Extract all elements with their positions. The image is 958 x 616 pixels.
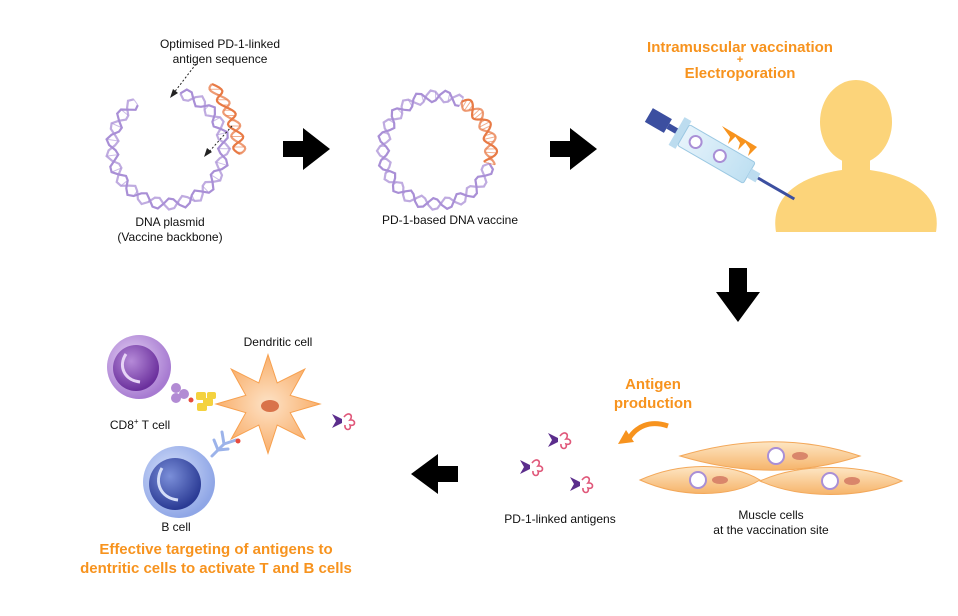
dna-vaccine-icon — [375, 89, 499, 211]
label-line: Intramuscular vaccination — [647, 39, 833, 56]
arrow-right-icon — [283, 128, 330, 170]
antigen-icon — [548, 432, 572, 450]
label-line: at the vaccination site — [713, 523, 829, 537]
label-line: dentritic cells to activate T and B cell… — [80, 560, 352, 577]
pd1-antigens-label: PD-1-linked antigens — [490, 512, 630, 527]
label-line: Antigen — [625, 376, 681, 393]
label-line: Effective targeting of antigens to — [99, 541, 333, 558]
dna-plasmid-label: DNA plasmid (Vaccine backbone) — [100, 215, 240, 245]
dna-vaccine-label: PD-1-based DNA vaccine — [370, 213, 530, 228]
vaccination-label: Intramuscular vaccination + Electroporat… — [620, 39, 860, 82]
label-line: PD-1-based DNA vaccine — [381, 213, 519, 227]
label-line: Optimised PD-1-linked — [159, 37, 281, 51]
syringe-icon — [644, 108, 796, 201]
label-line: B cell — [161, 520, 191, 534]
label-line: production — [613, 395, 693, 412]
cd8-superscript: + — [133, 417, 139, 426]
muscle-cell-icon — [638, 441, 904, 495]
cd8-text: CD8 — [109, 418, 134, 432]
antibody-icon — [210, 430, 238, 458]
effective-targeting-label: Effective targeting of antigens to dentr… — [46, 540, 386, 578]
arrow-right-icon — [550, 128, 597, 170]
pointer-arrows — [172, 63, 233, 154]
b-cell-label: B cell — [146, 520, 206, 535]
label-line: Dendritic cell — [243, 335, 313, 349]
dendritic-cell-label: Dendritic cell — [228, 335, 328, 350]
antigen-icon — [520, 459, 544, 477]
receptor-complex — [171, 383, 216, 411]
arrow-down-icon — [716, 268, 760, 322]
injection-direction-icon — [722, 126, 757, 156]
label-line: (Vaccine backbone) — [117, 230, 223, 244]
t-cell-icon — [107, 335, 171, 399]
optimised-sequence-label: Optimised PD-1-linked antigen sequence — [148, 37, 292, 67]
person-silhouette-icon — [775, 80, 937, 232]
label-line: Electroporation — [684, 65, 796, 82]
antigen-icon — [570, 476, 594, 494]
arrow-left-icon — [411, 454, 458, 494]
label-line: Muscle cells — [738, 508, 804, 522]
label-line: CD8+ T cell — [95, 414, 185, 433]
antigen-icon — [332, 413, 356, 431]
antigen-production-arrow — [618, 421, 669, 444]
b-cell-icon — [143, 446, 215, 518]
label-line: PD-1-linked antigens — [504, 512, 616, 526]
cd8-t-cell-label: CD8+ T cell — [95, 414, 185, 433]
label-line: DNA plasmid — [135, 215, 205, 229]
dna-plasmid-icon — [105, 83, 247, 211]
dendritic-cell-icon — [214, 352, 322, 456]
label-line: + — [736, 54, 744, 66]
muscle-cells-label: Muscle cells at the vaccination site — [676, 508, 866, 538]
label-line: antigen sequence — [172, 52, 268, 66]
t-cell-text: T cell — [138, 418, 171, 432]
antigen-production-label: Antigen production — [598, 375, 708, 413]
